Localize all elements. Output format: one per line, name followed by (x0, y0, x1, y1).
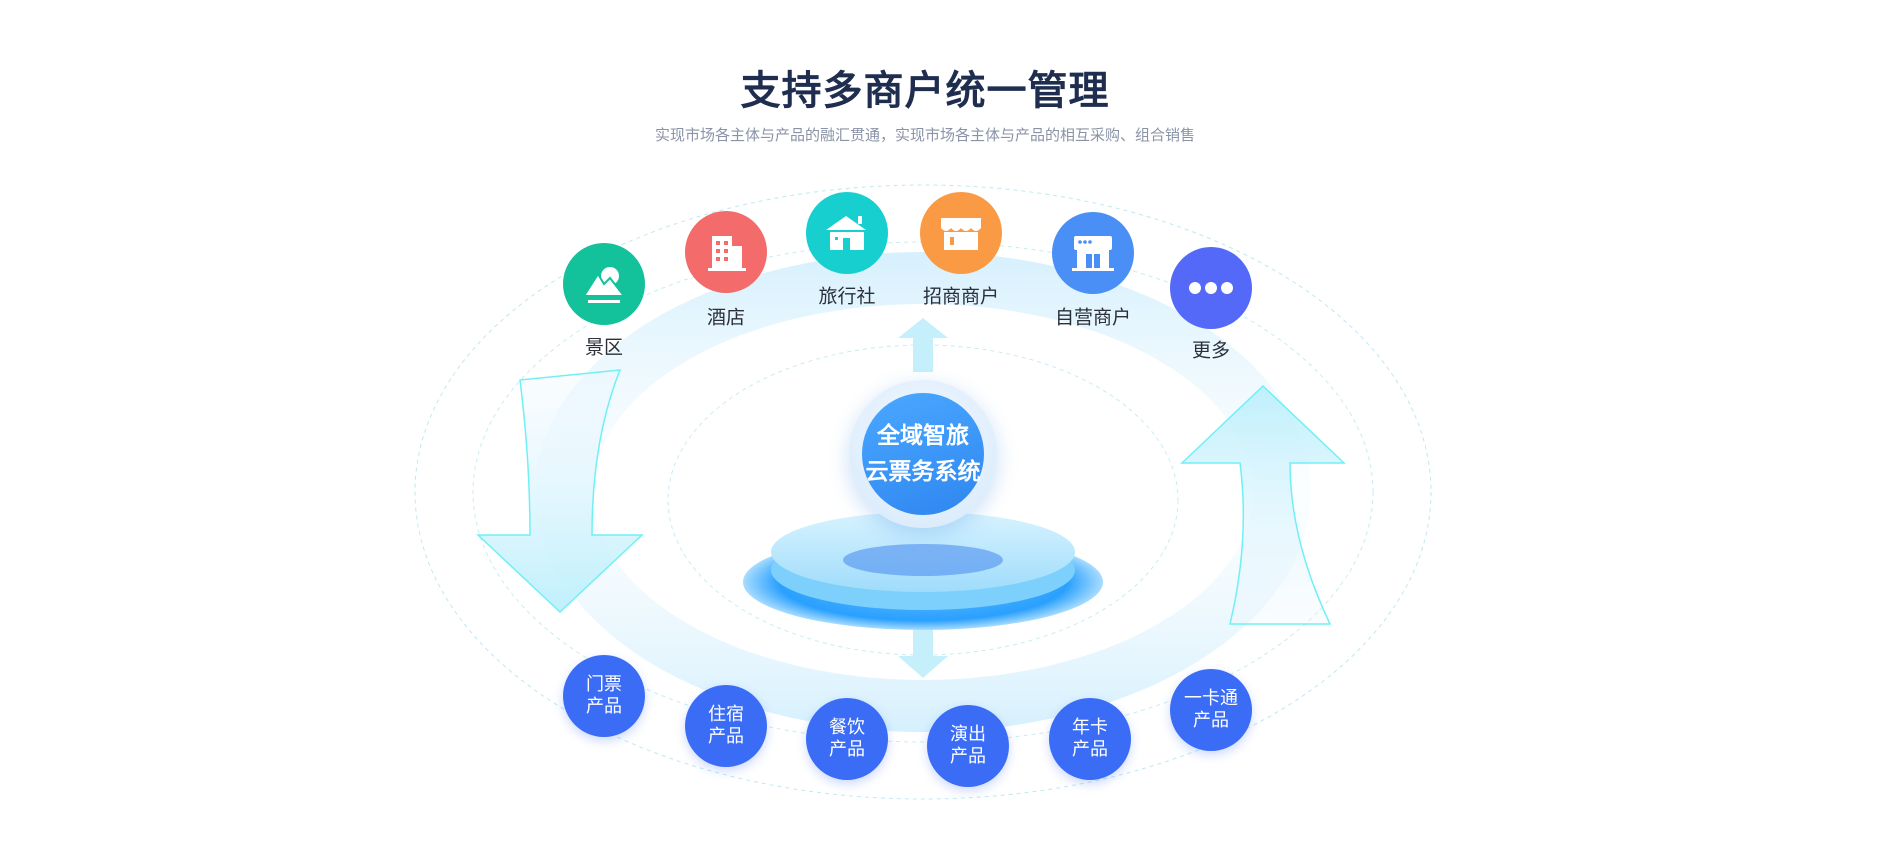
platform-glow (843, 544, 1003, 576)
product-label-line1: 住宿 (708, 704, 744, 725)
merchant-travel-agency[interactable] (806, 192, 888, 274)
merchant-label: 招商商户 (922, 285, 1000, 308)
center-system-badge (849, 380, 997, 528)
product-dining[interactable]: 餐饮产品 (806, 698, 888, 780)
product-label-line2: 产品 (586, 696, 622, 717)
up-arrow-center (898, 318, 948, 372)
outer-orbit (414, 184, 1432, 800)
merchant-label: 景区 (584, 336, 624, 359)
product-label-line1: 门票 (586, 674, 622, 695)
down-arrow-center (898, 630, 948, 678)
product-label-line1: 演出 (950, 724, 986, 745)
page-title: 支持多商户统一管理 (740, 68, 1110, 114)
product-label-line2: 产品 (1193, 710, 1229, 731)
merchant-investment[interactable] (920, 192, 1002, 274)
product-annual-card[interactable]: 年卡产品 (1049, 698, 1131, 780)
inner-orbit (667, 344, 1179, 656)
product-label-line2: 产品 (708, 726, 744, 747)
product-label-line2: 产品 (950, 746, 986, 767)
center-system-core (862, 393, 984, 515)
hotel-building-icon (708, 236, 746, 271)
merchant-label: 旅行社 (818, 285, 876, 308)
merchant-label: 酒店 (706, 306, 746, 329)
product-label-line2: 产品 (829, 739, 865, 760)
product-show[interactable]: 演出产品 (927, 705, 1009, 787)
product-label-line1: 年卡 (1072, 717, 1108, 738)
merchant-label: 更多 (1191, 339, 1231, 362)
house-icon (826, 216, 866, 250)
product-ticket[interactable]: 门票产品 (563, 655, 645, 737)
product-lodging[interactable]: 住宿产品 (685, 685, 767, 767)
merchant-self-operated[interactable] (1052, 212, 1134, 294)
product-label-line1: 一卡通 (1184, 688, 1238, 709)
more-dots-icon (1189, 282, 1233, 294)
shop-icon (1072, 236, 1114, 271)
merchant-scenic[interactable] (563, 243, 645, 325)
merchant-more[interactable] (1170, 247, 1252, 329)
down-arrow-left (476, 369, 644, 614)
center-title-line2: 云票务系统 (865, 459, 981, 485)
center-title-line1: 全域智旅 (877, 423, 969, 449)
merchant-hotel[interactable] (685, 211, 767, 293)
product-label-line2: 产品 (1072, 739, 1108, 760)
mountain-icon (582, 267, 627, 303)
product-label-line1: 餐饮 (829, 717, 865, 738)
center-system-title: 全域智旅 云票务系统 (843, 414, 1003, 494)
storefront-awning-icon (941, 218, 981, 250)
page-subtitle: 实现市场各主体与产品的融汇贯通，实现市场各主体与产品的相互采购、组合销售 (654, 126, 1195, 144)
up-arrow-right (1180, 384, 1346, 625)
merchant-label: 自营商户 (1054, 306, 1132, 329)
product-all-in-one-card[interactable]: 一卡通产品 (1170, 669, 1252, 751)
